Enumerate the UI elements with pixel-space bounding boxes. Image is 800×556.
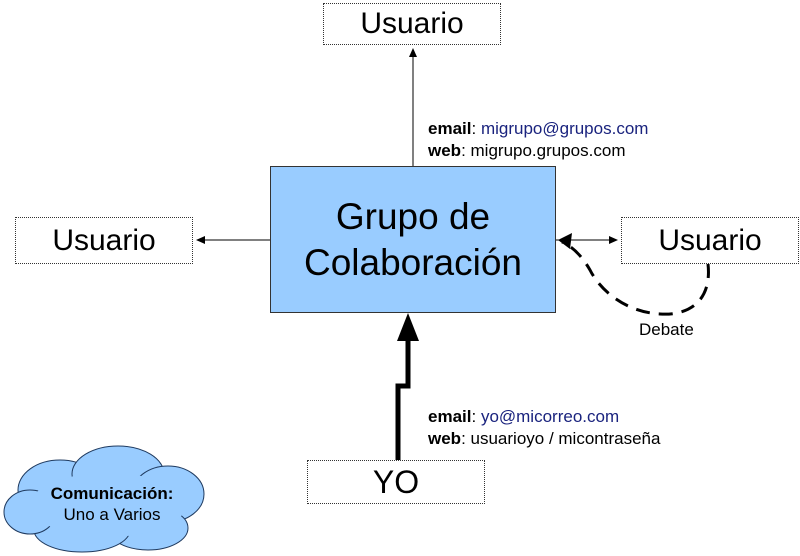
debate-arrowhead — [558, 233, 572, 249]
debate-label: Debate — [639, 320, 694, 339]
yo-box: YO — [307, 460, 485, 504]
user-box-top: Usuario — [323, 3, 501, 45]
yo-email-label: email — [428, 407, 472, 426]
arrow-yo-to-group — [395, 338, 411, 460]
cloud-subtitle: Uno a Varios — [63, 505, 161, 524]
user-box-right: Usuario — [621, 217, 799, 264]
cloud-shape — [3, 445, 205, 553]
group-email-link[interactable]: migrupo@grupos.com — [480, 119, 649, 138]
yo-contact-info: email: yo@micorreo.com web: usuarioyo / … — [428, 407, 661, 448]
group-web-value: migrupo.grupos.com — [470, 141, 626, 160]
debate-curve — [561, 240, 710, 316]
user-top-label: Usuario — [360, 7, 464, 40]
group-contact-info: email: migrupo@grupos.com web: migrupo.g… — [428, 119, 649, 160]
collaboration-group-box: Grupo de Colaboración — [270, 166, 556, 313]
yo-label: YO — [372, 463, 420, 500]
cloud-text: Comunicación: Uno a Varios — [22, 483, 202, 525]
group-title-line2: Colaboración — [303, 241, 523, 283]
user-box-left: Usuario — [15, 217, 193, 264]
yo-email-link[interactable]: yo@micorreo.com — [480, 407, 620, 426]
arrow-yo-arrowhead — [397, 313, 419, 341]
group-title-line1: Grupo de — [335, 195, 491, 237]
user-right-label: Usuario — [658, 223, 762, 257]
yo-web-label: web — [428, 429, 462, 448]
user-left-label: Usuario — [52, 223, 156, 257]
yo-web-value: usuarioyo / micontraseña — [470, 429, 661, 448]
group-web-label: web — [428, 141, 462, 160]
cloud-title: Comunicación — [50, 484, 168, 503]
group-email-label: email — [428, 119, 472, 138]
